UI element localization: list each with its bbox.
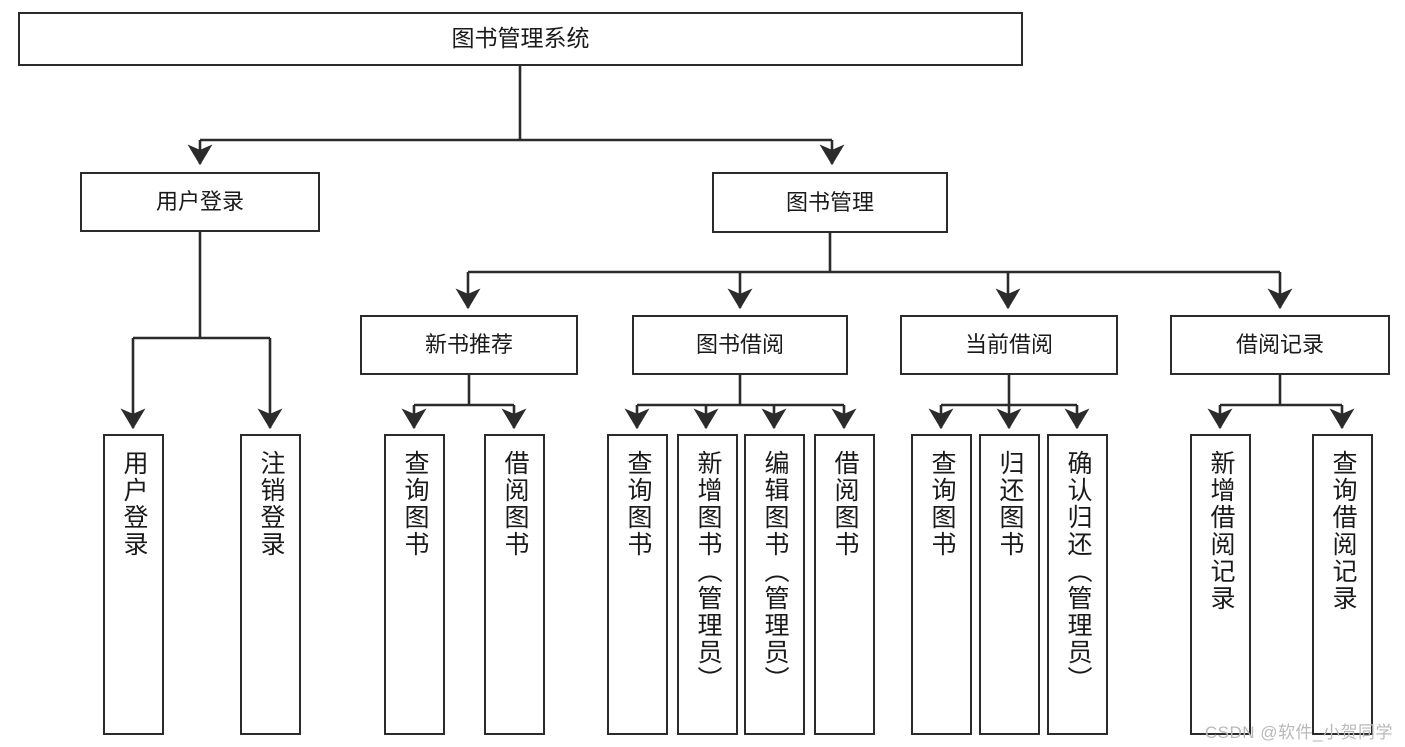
leaf-current-borrow-confirm-return-admin-label: 确认归还（管理员） [1064,450,1092,693]
leaf-book-borrow-add-book-admin-label: 新增图书（管理员） [694,450,722,693]
leaf-current-borrow-return-book-label: 归还图书 [996,450,1024,558]
node-book-management-label: 图书管理 [785,189,874,215]
node-root-book-management-system[interactable]: 图书管理系统 [18,12,1023,66]
leaf-book-borrow-add-book-admin[interactable]: 新增图书（管理员） [677,434,738,735]
leaf-new-book-borrow-book[interactable]: 借阅图书 [484,434,545,735]
leaf-book-borrow-query-book[interactable]: 查询图书 [607,434,668,735]
leaf-book-borrow-query-book-label: 查询图书 [624,450,652,558]
leaf-new-book-borrow-book-label: 借阅图书 [501,450,529,558]
leaf-user-login-login-label: 用户登录 [120,450,148,558]
leaf-book-borrow-borrow-book-label: 借阅图书 [831,450,859,558]
leaf-current-borrow-return-book[interactable]: 归还图书 [979,434,1040,735]
node-book-management[interactable]: 图书管理 [712,172,948,233]
leaf-borrow-record-add-record-label: 新增借阅记录 [1207,450,1235,612]
leaf-user-login-login[interactable]: 用户登录 [103,434,164,735]
leaf-new-book-query-book[interactable]: 查询图书 [384,434,445,735]
leaf-book-borrow-edit-book-admin[interactable]: 编辑图书（管理员） [744,434,805,735]
node-book-borrow-label: 图书借阅 [695,332,784,358]
leaf-borrow-record-query-record[interactable]: 查询借阅记录 [1312,434,1373,735]
node-borrow-record-label: 借阅记录 [1235,332,1324,358]
leaf-book-borrow-edit-book-admin-label: 编辑图书（管理员） [761,450,789,693]
node-root-label: 图书管理系统 [451,25,590,52]
leaf-current-borrow-query-book[interactable]: 查询图书 [911,434,972,735]
node-user-login[interactable]: 用户登录 [80,172,320,232]
node-new-book-recommend[interactable]: 新书推荐 [360,315,578,375]
node-borrow-record[interactable]: 借阅记录 [1170,315,1390,375]
leaf-current-borrow-query-book-label: 查询图书 [928,450,956,558]
node-book-borrow[interactable]: 图书借阅 [632,315,848,375]
leaf-user-login-logout[interactable]: 注销登录 [240,434,301,735]
leaf-user-login-logout-label: 注销登录 [257,450,285,558]
node-new-book-recommend-label: 新书推荐 [424,332,513,358]
node-user-login-label: 用户登录 [155,189,244,215]
leaf-borrow-record-query-record-label: 查询借阅记录 [1329,450,1357,612]
leaf-borrow-record-add-record[interactable]: 新增借阅记录 [1190,434,1251,735]
leaf-current-borrow-confirm-return-admin[interactable]: 确认归还（管理员） [1047,434,1108,735]
node-current-borrow[interactable]: 当前借阅 [900,315,1118,375]
leaf-new-book-query-book-label: 查询图书 [401,450,429,558]
node-current-borrow-label: 当前借阅 [964,332,1053,358]
leaf-book-borrow-borrow-book[interactable]: 借阅图书 [814,434,875,735]
